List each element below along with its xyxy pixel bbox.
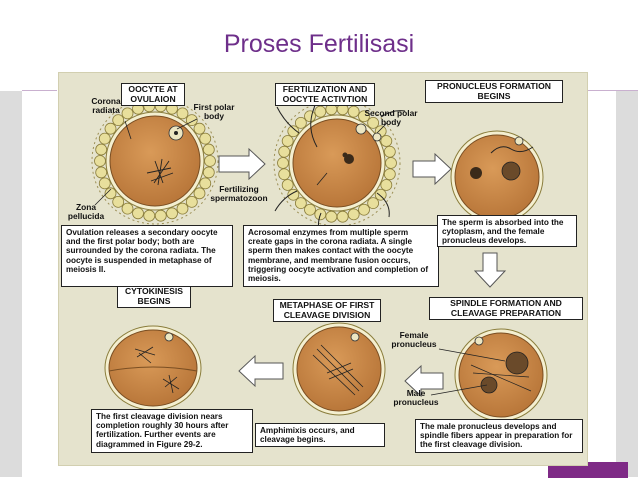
stage-1-caption: Ovulation releases a secondary oocyte an…: [61, 225, 233, 287]
stage-4-caption: The male pronucleus develops and spindle…: [415, 419, 583, 453]
arrow-left-icon: [238, 354, 284, 388]
arrow-down-icon: [473, 252, 507, 288]
arrow-right-icon: [218, 147, 266, 181]
arrow-left-icon: [404, 364, 444, 398]
label-fertilizing-spermatozoon: Fertilizing spermatozoon: [210, 184, 268, 204]
spindle-cell: [454, 328, 548, 422]
stage-2-header: FERTILIZATION AND OOCYTE ACTIVTION: [275, 83, 375, 107]
slide-title: Proses Fertilisasi: [223, 30, 415, 58]
pronucleus-cell: [450, 130, 544, 224]
stage-6-header: CYTOKINESIS BEGINS: [117, 285, 191, 309]
stage-3-caption: The sperm is absorbed into the cytoplasm…: [437, 215, 577, 247]
fertilization-cell: [273, 82, 406, 242]
label-second-polar-body: Second polar body: [364, 108, 418, 128]
diagram-panel: OOCYTE AT OVULAION FERTILIZATION AND OOC…: [58, 72, 588, 466]
label-first-polar-body: First polar body: [193, 102, 235, 122]
label-male-pronucleus: Male pronucleus: [393, 388, 439, 408]
stage-5-header: METAPHASE OF FIRST CLEAVAGE DIVISION: [273, 299, 381, 323]
label-zona-pellucida: Zona pellucida: [67, 202, 105, 222]
stage-6-caption: The first cleavage division nears comple…: [91, 409, 253, 453]
label-corona-radiata: Corona radiata: [91, 96, 121, 116]
slide-rule-right: [586, 90, 638, 91]
slide-side-bar-right: [616, 91, 638, 477]
slide-side-bar-left: [0, 91, 22, 477]
cytokinesis-cell: [104, 325, 202, 411]
slide-rule-left: [22, 90, 57, 91]
stage-4-header: SPINDLE FORMATION AND CLEAVAGE PREPARATI…: [429, 297, 583, 321]
stage-5-caption: Amphimixis occurs, and cleavage begins.: [255, 423, 385, 447]
stage-1-header: OOCYTE AT OVULAION: [121, 83, 185, 107]
slide-accent-bar: [548, 462, 628, 478]
stage-2-caption: Acrosomal enzymes from multiple sperm cr…: [243, 225, 439, 287]
diagram-illustration: [91, 82, 548, 422]
stage-3-header: PRONUCLEUS FORMATION BEGINS: [425, 80, 563, 104]
arrow-right-icon: [412, 152, 452, 186]
metaphase-cell: [292, 322, 386, 416]
label-female-pronucleus: Female pronucleus: [391, 330, 437, 350]
